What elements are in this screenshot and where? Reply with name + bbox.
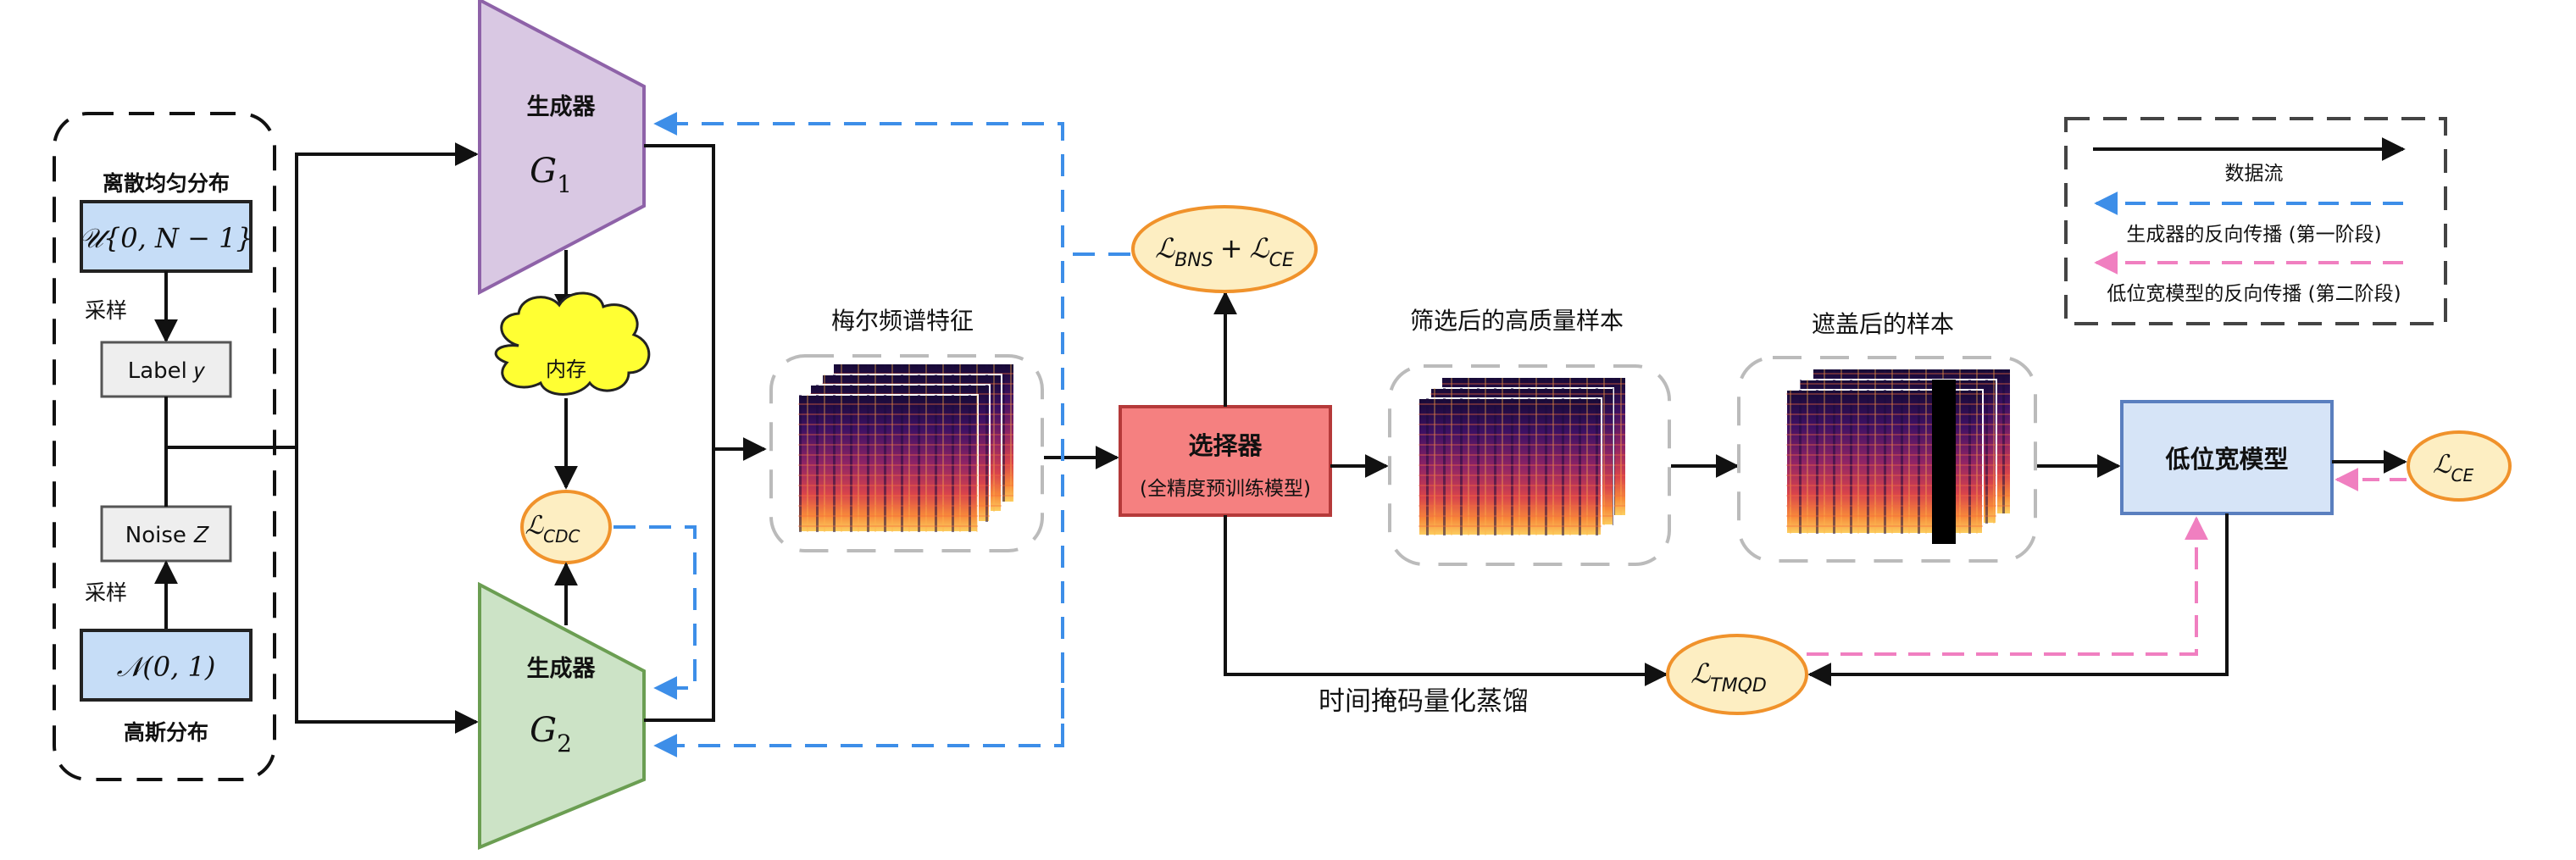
filtered-spectrogram-stack: [1418, 378, 1625, 536]
label-y-text: Label 𝑦: [128, 358, 206, 384]
mel-feature-border: [769, 354, 1044, 552]
g1-title: 生成器: [527, 94, 597, 120]
low-bit-model-box: [2120, 400, 2334, 515]
loss-bns-ce-text: ℒBNS+ℒCE: [1155, 232, 1294, 271]
memory-label: 内存: [546, 358, 586, 381]
legend-box: [2064, 117, 2447, 325]
legend-generator-backprop-label: 生成器的反向传播 (第一阶段): [2126, 224, 2381, 246]
backprop-tmqd-to-lowbit: [1807, 516, 2208, 656]
loss-ce-out-text: ℒCE: [2433, 450, 2474, 485]
time-mask-bar: [1932, 380, 1956, 544]
masked-spectrogram-stack: [1785, 369, 2010, 544]
selector-title: 选择器: [1188, 431, 1263, 460]
g1-symbol: G1: [530, 152, 572, 198]
memory-cloud: [494, 291, 651, 396]
arrow-to-g2: [295, 447, 479, 734]
noise-z-text: Noise 𝑍: [125, 523, 209, 548]
loss-bns-ce: [1131, 205, 1318, 293]
backprop-to-g1: [653, 112, 1064, 746]
generator-g1: [478, 0, 646, 296]
backprop-to-g2: [653, 661, 1064, 757]
filtered-samples-border: [1388, 364, 1671, 566]
uniform-title: 离散均匀分布: [103, 171, 230, 196]
distill-path-lowbit: [1807, 513, 2229, 686]
loss-ce-out: [2407, 430, 2512, 502]
backprop-cdc-to-g2: [613, 525, 697, 700]
loss-cdc-text: ℒCDC: [525, 511, 580, 547]
selector-subtitle: (全精度预训练模型): [1140, 478, 1311, 500]
uniform-formula: 𝒰{0, N − 1}: [79, 222, 253, 254]
legend-lowbit-backprop-label: 低位宽模型的反向传播 (第二阶段): [2107, 283, 2401, 305]
sample-label-1: 采样: [85, 298, 127, 323]
legend-data-flow-label: 数据流: [2225, 163, 2284, 185]
g2-title: 生成器: [527, 656, 597, 682]
loss-tmqd-text: ℒTMQD: [1690, 657, 1767, 696]
masked-samples-border: [1737, 356, 2037, 563]
generator-g2: [478, 581, 646, 850]
mel-feature-label: 梅尔频谱特征: [831, 307, 974, 335]
g2-symbol: G2: [530, 711, 572, 757]
gaussian-formula: 𝒩(0, 1): [117, 651, 216, 683]
selector-box: [1119, 405, 1332, 517]
gaussian-distribution-box: [80, 629, 253, 702]
distill-label: 时间掩码量化蒸馏: [1319, 686, 1529, 717]
mel-spectrogram-stack: [797, 364, 1013, 533]
distill-path-selector: [1224, 515, 1668, 686]
arrow-to-g1: [295, 142, 479, 447]
masked-samples-label: 遮盖后的样本: [1812, 310, 1954, 338]
sample-label-2: 采样: [85, 580, 127, 605]
g1-output-line: [644, 144, 715, 449]
filtered-samples-label: 筛选后的高质量样本: [1410, 307, 1624, 335]
uniform-distribution-box: [80, 200, 253, 273]
g2-output-line: [644, 449, 715, 722]
gaussian-title: 高斯分布: [124, 720, 208, 745]
low-bit-model-label: 低位宽模型: [2164, 445, 2288, 474]
loss-tmqd: [1666, 634, 1808, 715]
